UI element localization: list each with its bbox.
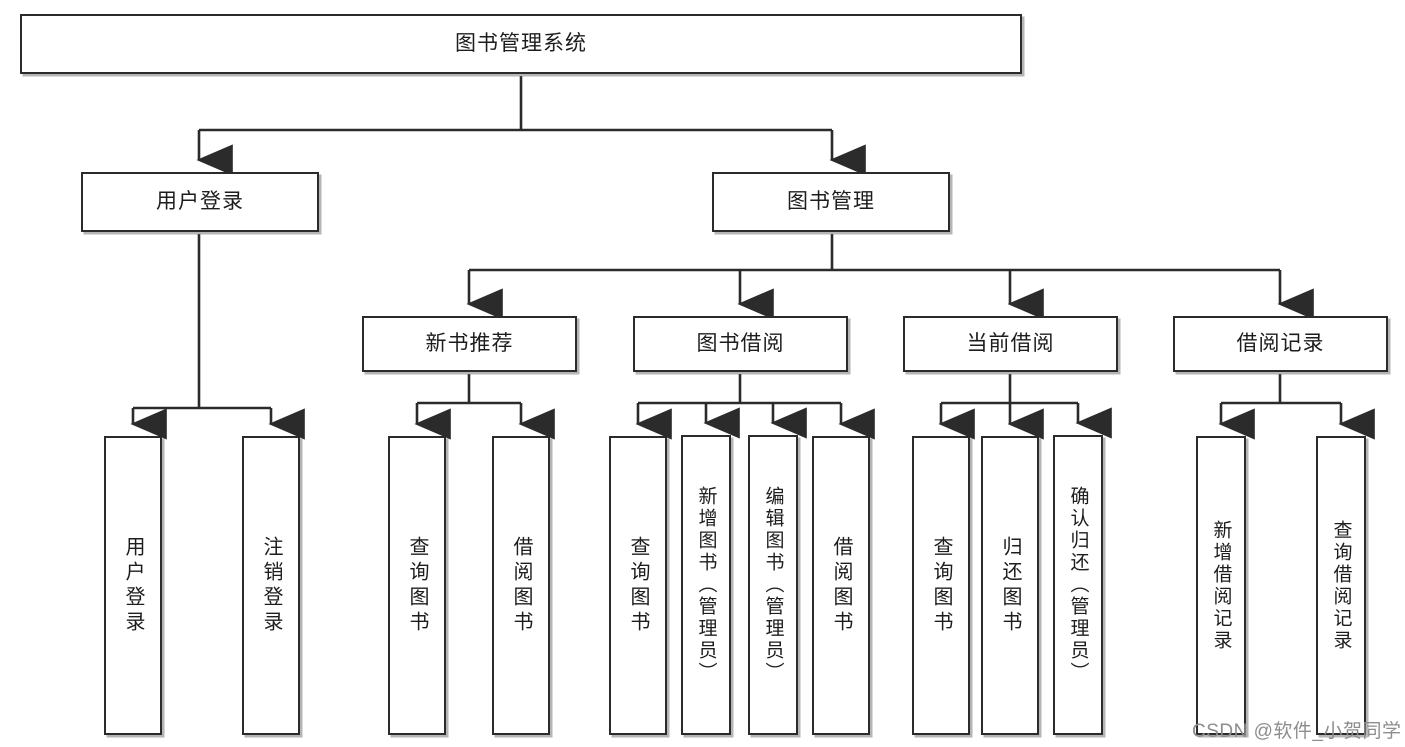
node-book-borrow[interactable]: 图书借阅 xyxy=(633,316,848,372)
leaf-current-borrow-query-book[interactable]: 查询图书 xyxy=(912,436,970,735)
node-user-login[interactable]: 用户登录 xyxy=(81,172,319,232)
leaf-label: 查询图书 xyxy=(930,535,952,636)
leaf-new-book-query-book[interactable]: 查询图书 xyxy=(388,436,446,735)
leaf-book-borrow-query-book[interactable]: 查询图书 xyxy=(609,436,667,735)
node-user-login-label: 用户登录 xyxy=(156,189,244,213)
leaf-new-book-borrow-book[interactable]: 借阅图书 xyxy=(492,436,550,735)
node-book-management-label: 图书管理 xyxy=(787,189,875,213)
leaf-current-borrow-confirm-return-admin[interactable]: 确认归还（管理员） xyxy=(1053,435,1103,735)
node-new-book-recommend[interactable]: 新书推荐 xyxy=(362,316,577,372)
leaf-borrow-records-query-record[interactable]: 查询借阅记录 xyxy=(1316,436,1366,735)
node-current-borrow[interactable]: 当前借阅 xyxy=(903,316,1118,372)
leaf-label: 用户登录 xyxy=(122,535,144,636)
leaf-book-borrow-edit-book-admin[interactable]: 编辑图书（管理员） xyxy=(748,435,798,735)
leaf-label: 借阅图书 xyxy=(830,535,852,636)
node-borrow-records[interactable]: 借阅记录 xyxy=(1173,316,1388,372)
node-book-management[interactable]: 图书管理 xyxy=(712,172,950,232)
node-root-label: 图书管理系统 xyxy=(455,31,587,55)
node-current-borrow-label: 当前借阅 xyxy=(966,331,1055,355)
leaf-label: 确认归还（管理员） xyxy=(1067,486,1089,684)
leaf-current-borrow-return-book[interactable]: 归还图书 xyxy=(981,436,1039,735)
leaf-book-borrow-borrow-book[interactable]: 借阅图书 xyxy=(812,436,870,735)
node-new-book-recommend-label: 新书推荐 xyxy=(425,331,514,355)
node-book-borrow-label: 图书借阅 xyxy=(696,331,785,355)
leaf-label: 查询图书 xyxy=(627,535,649,636)
leaf-label: 借阅图书 xyxy=(510,535,532,636)
leaf-user-login-logout[interactable]: 注销登录 xyxy=(242,436,300,735)
leaf-label: 查询借阅记录 xyxy=(1330,519,1352,652)
leaf-book-borrow-add-book-admin[interactable]: 新增图书（管理员） xyxy=(681,435,731,735)
leaf-user-login-user-login[interactable]: 用户登录 xyxy=(104,436,162,735)
leaf-label: 注销登录 xyxy=(260,535,282,636)
leaf-label: 新增借阅记录 xyxy=(1210,519,1232,652)
node-root[interactable]: 图书管理系统 xyxy=(20,14,1022,74)
leaf-label: 查询图书 xyxy=(406,535,428,636)
leaf-label: 编辑图书（管理员） xyxy=(762,486,784,684)
leaf-label: 归还图书 xyxy=(999,535,1021,636)
leaf-label: 新增图书（管理员） xyxy=(695,486,717,684)
csdn-watermark: CSDN @软件_小贺同学 xyxy=(1192,721,1402,742)
node-borrow-records-label: 借阅记录 xyxy=(1236,331,1325,355)
leaf-borrow-records-add-record[interactable]: 新增借阅记录 xyxy=(1196,436,1246,735)
